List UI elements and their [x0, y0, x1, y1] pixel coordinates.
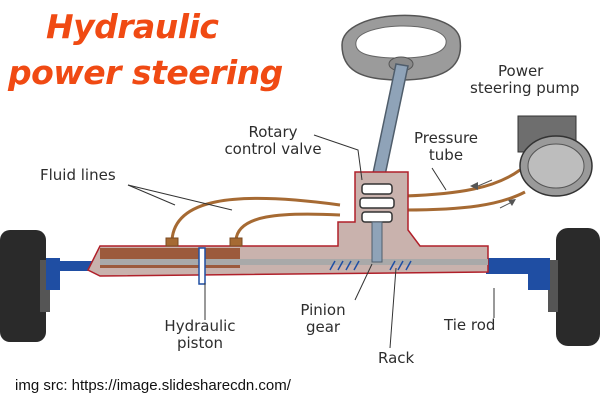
pressure-tube	[404, 168, 526, 212]
label-rotary-control-valve: Rotary control valve	[213, 124, 333, 158]
left-wheel	[0, 230, 50, 342]
pressure-label-line-2: tube	[428, 146, 464, 164]
title-line-1: Hydraulic	[46, 7, 219, 46]
tie-rods	[46, 258, 550, 290]
rotary-label-line-2: control valve	[224, 140, 322, 158]
label-pinion-gear: Pinion gear	[288, 302, 358, 336]
steering-column	[371, 63, 409, 181]
pinion-label-line-1: Pinion	[300, 301, 346, 319]
steering-wheel	[341, 14, 462, 81]
pump-label-line-1: Power	[498, 62, 544, 80]
hydraulic-piston	[198, 247, 206, 285]
label-pressure-tube: Pressure tube	[406, 130, 486, 164]
label-hydraulic-piston: Hydraulic piston	[150, 318, 250, 352]
piston-label-line-1: Hydraulic	[164, 317, 236, 335]
pointer-lines	[127, 134, 495, 349]
piston-label-line-2: piston	[176, 334, 224, 352]
rotary-label-line-1: Rotary	[248, 123, 298, 141]
fluid-ports	[165, 237, 243, 247]
title-line-2: power steering	[8, 53, 283, 92]
label-rack: Rack	[378, 349, 415, 367]
pump-label-line-2: steering pump	[470, 79, 580, 97]
fluid-lines	[170, 196, 341, 241]
image-source-caption: img src: https://image.slidesharecdn.com…	[15, 377, 291, 394]
pressure-label-line-1: Pressure	[413, 129, 479, 147]
label-fluid-lines: Fluid lines	[40, 166, 116, 184]
rack-housing	[86, 171, 489, 277]
rack-teeth	[329, 260, 412, 271]
label-tie-rod: Tie rod	[444, 316, 496, 334]
rotary-control-valve	[359, 183, 395, 263]
pinion-label-line-2: gear	[305, 318, 341, 336]
label-power-steering-pump: Power steering pump	[470, 63, 600, 97]
right-wheel	[548, 228, 600, 346]
power-steering-pump	[517, 115, 593, 197]
